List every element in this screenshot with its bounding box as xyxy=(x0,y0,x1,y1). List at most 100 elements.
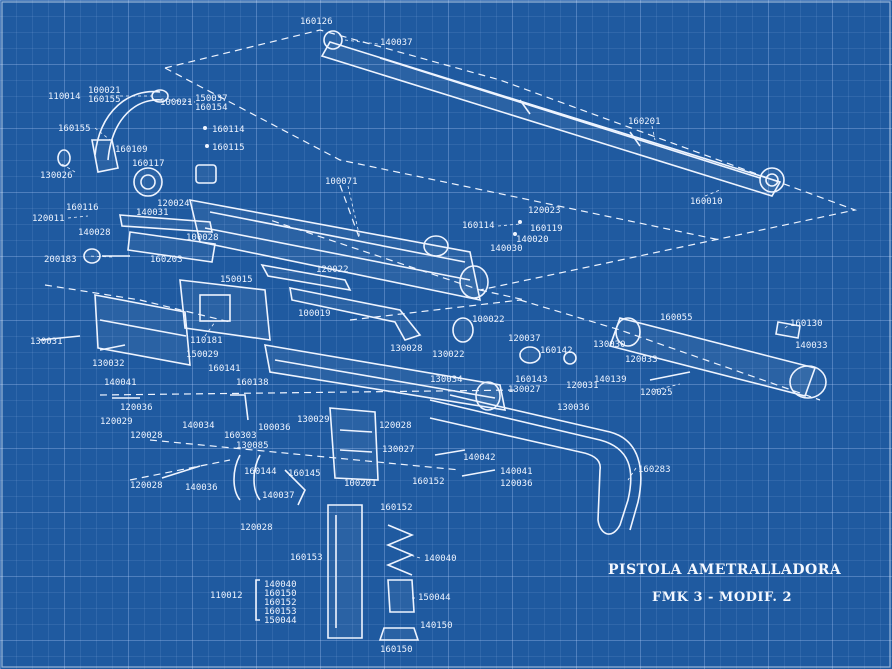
part-label-160126: 160126 xyxy=(300,17,333,27)
bolt-parts xyxy=(260,220,522,343)
part-label-160145: 160145 xyxy=(288,469,321,479)
part-label-160201: 160201 xyxy=(628,117,661,127)
part-label-130027: 130027 xyxy=(508,385,541,395)
part-label-150015: 150015 xyxy=(220,275,253,285)
drawing-subtitle: FMK 3 - MODIF. 2 xyxy=(652,590,792,605)
part-label-160155: 160155 xyxy=(88,95,121,105)
folding-stock xyxy=(429,346,642,535)
part-label-160138: 160138 xyxy=(236,378,269,388)
part-label-140030: 140030 xyxy=(490,244,523,254)
barrel xyxy=(320,30,785,197)
part-label-140020: 140020 xyxy=(516,235,549,245)
part-label-130030: 130030 xyxy=(593,340,626,350)
part-label-110014: 110014 xyxy=(48,92,81,102)
part-label-140139: 140139 xyxy=(594,375,627,385)
part-label-130029: 130029 xyxy=(297,415,330,425)
part-label-130031: 130031 xyxy=(30,337,63,347)
part-label-140037: 140037 xyxy=(380,38,413,48)
part-label-160153: 160153 xyxy=(290,553,323,563)
title-block: PISTOLA AMETRALLADORA FMK 3 - MODIF. 2 xyxy=(608,562,842,605)
part-label-160114: 160114 xyxy=(462,221,495,231)
part-label-140041: 140041 xyxy=(104,378,137,388)
part-label-160283: 160283 xyxy=(638,465,671,475)
part-label-160114: 160114 xyxy=(212,125,245,135)
part-label-160116: 160116 xyxy=(66,203,99,213)
part-label-130028: 130028 xyxy=(390,344,423,354)
part-label-120023: 120023 xyxy=(528,206,561,216)
part-label-100022: 100022 xyxy=(472,315,505,325)
part-label-130036: 130036 xyxy=(557,403,590,413)
part-label-140028: 140028 xyxy=(78,228,111,238)
part-label-140031: 140031 xyxy=(136,208,169,218)
part-label-130027: 130027 xyxy=(382,445,415,455)
part-label-150044: 150044 xyxy=(418,593,451,603)
part-label-150037: 150037 xyxy=(195,94,228,104)
part-label-120011: 120011 xyxy=(32,214,65,224)
part-label-160303: 160303 xyxy=(224,431,257,441)
part-label-100036: 100036 xyxy=(258,423,291,433)
part-label-160150: 160150 xyxy=(380,645,413,655)
magazine xyxy=(327,504,420,641)
leader-lines xyxy=(61,39,791,599)
part-label-130032: 130032 xyxy=(92,359,125,369)
part-label-120028: 120028 xyxy=(379,421,412,431)
part-label-100201: 100201 xyxy=(344,479,377,489)
part-label-100021: 100021 xyxy=(88,86,121,96)
recoil-tube xyxy=(608,317,827,399)
group-item: 160153 xyxy=(264,607,297,617)
part-label-130022: 130022 xyxy=(432,350,465,360)
part-label-120036: 120036 xyxy=(120,403,153,413)
part-label-120031: 120031 xyxy=(566,381,599,391)
group-item: 160150 xyxy=(264,589,297,599)
part-label-160152: 160152 xyxy=(412,477,445,487)
part-label-120033: 120033 xyxy=(625,355,658,365)
part-label-160117: 160117 xyxy=(132,159,165,169)
receiver-body xyxy=(83,198,489,302)
part-label-140150: 140150 xyxy=(420,621,453,631)
part-label-130026: 130026 xyxy=(40,171,73,181)
part-label-120024: 120024 xyxy=(157,199,190,209)
part-label-130085: 130085 xyxy=(236,441,269,451)
part-label-160109: 160109 xyxy=(115,145,148,155)
part-label-160142: 160142 xyxy=(540,346,573,356)
part-label-140040: 140040 xyxy=(424,554,457,564)
group-item: 150044 xyxy=(264,616,297,626)
part-label-160141: 160141 xyxy=(208,364,241,374)
part-label-160130: 160130 xyxy=(790,319,823,329)
lower-frame-left xyxy=(39,279,271,366)
part-label-120028: 120028 xyxy=(240,523,273,533)
part-label-160115: 160115 xyxy=(212,143,245,153)
group-bracket xyxy=(255,579,260,621)
part-label-120028: 120028 xyxy=(130,431,163,441)
part-label-130034: 130034 xyxy=(430,375,463,385)
part-label-160154: 160154 xyxy=(195,103,228,113)
part-label-160152: 160152 xyxy=(380,503,413,513)
part-label-120036: 120036 xyxy=(500,479,533,489)
part-label-120029: 120029 xyxy=(100,417,133,427)
part-label-160155: 160155 xyxy=(58,124,91,134)
part-label-140037: 140037 xyxy=(262,491,295,501)
part-label-160119: 160119 xyxy=(530,224,563,234)
part-label-100071: 100071 xyxy=(325,177,358,187)
part-label-100028: 100028 xyxy=(186,233,219,243)
group-item: 160152 xyxy=(264,598,297,608)
part-label-160055: 160055 xyxy=(660,313,693,323)
part-label-200183: 200183 xyxy=(44,255,77,265)
main-frame xyxy=(112,344,507,506)
part-label-120037: 120037 xyxy=(508,334,541,344)
part-label-110181: 110181 xyxy=(190,336,223,346)
group-item: 140040 xyxy=(264,580,297,590)
part-label-140036: 140036 xyxy=(185,483,218,493)
part-label-140033: 140033 xyxy=(795,341,828,351)
part-label-120022: 120022 xyxy=(316,265,349,275)
part-label-160203: 160203 xyxy=(150,255,183,265)
sling-assembly xyxy=(57,89,217,197)
drawing-title: PISTOLA AMETRALLADORA xyxy=(608,562,842,578)
part-number-labels: 160126 140037 110014 100021 160155 10002… xyxy=(30,17,828,655)
part-label-160144: 160144 xyxy=(244,467,277,477)
part-label-150029: 150029 xyxy=(186,350,219,360)
part-label-120025: 120025 xyxy=(640,388,673,398)
